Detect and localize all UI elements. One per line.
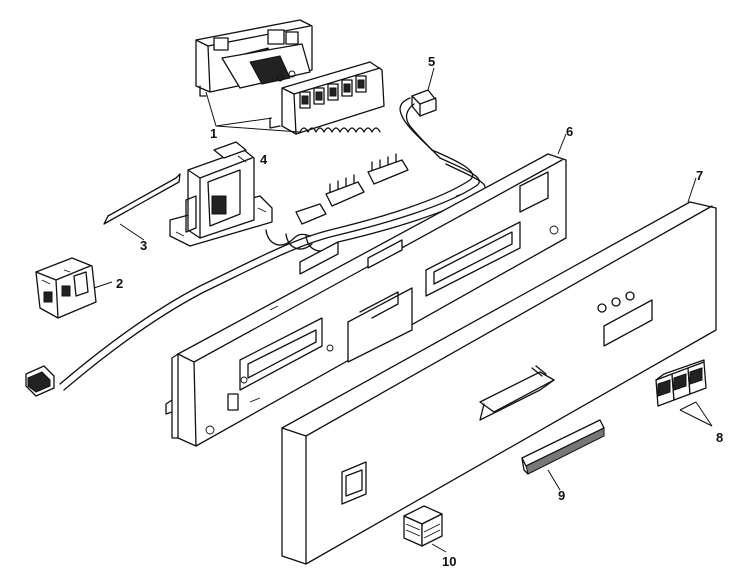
part-8-push-buttons xyxy=(655,359,707,407)
callout-9: 9 xyxy=(558,488,565,503)
part-9-handle-strip xyxy=(521,419,605,475)
callout-labels: 1 2 3 4 5 6 7 8 9 10 xyxy=(116,54,723,569)
part-1-control-board-assembly xyxy=(195,19,385,135)
part-6-inner-panel xyxy=(165,153,567,447)
callout-7: 7 xyxy=(696,168,703,183)
part-2-switch-block xyxy=(35,257,97,319)
callout-8: 8 xyxy=(716,430,723,445)
callout-6: 6 xyxy=(566,124,573,139)
part-10-small-block xyxy=(403,505,443,547)
callout-2: 2 xyxy=(116,276,123,291)
callout-5: 5 xyxy=(428,54,435,69)
callout-1: 1 xyxy=(210,126,217,141)
callout-10: 10 xyxy=(442,554,456,569)
callout-4: 4 xyxy=(260,152,268,167)
part-4-module-bracket xyxy=(169,141,273,247)
callout-3: 3 xyxy=(140,238,147,253)
part-3-rod xyxy=(103,173,181,225)
part-7-front-panel xyxy=(281,201,717,565)
part-5-connector xyxy=(399,89,441,159)
leader-lines xyxy=(93,67,713,553)
